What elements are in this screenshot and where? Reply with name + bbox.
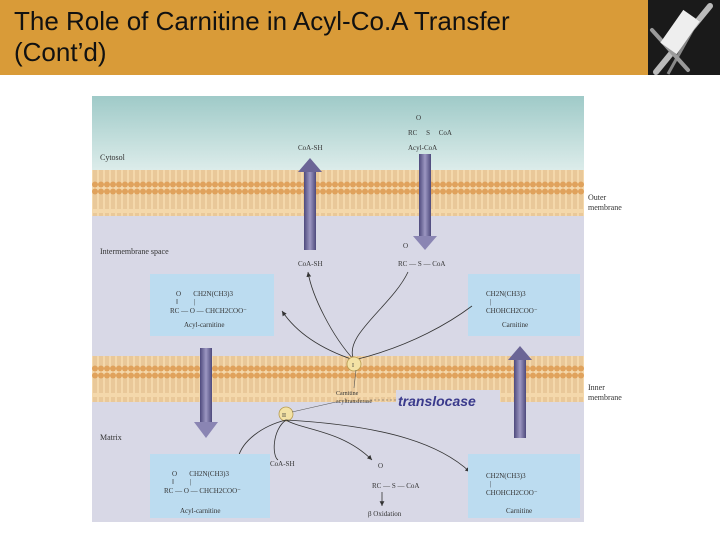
cytosol-region	[92, 96, 584, 170]
cat-label-line1: Carnitine	[336, 391, 359, 397]
acylcoa-bind-curve	[351, 271, 409, 361]
ims-coash: CoA-SH	[298, 260, 323, 268]
carnitine-matrix-line3: CHOHCH2COO⁻	[486, 489, 538, 497]
translocase-box	[396, 390, 500, 412]
cytosol-acylcoa-formula: RC S CoA	[408, 129, 452, 137]
cat-leader-ii	[291, 401, 337, 413]
carnitine-matrix-box	[468, 454, 580, 518]
cytosol-coash: CoA-SH	[298, 144, 323, 152]
inner-membrane-label: Inner membrane	[588, 383, 622, 402]
slide-title: The Role of Carnitine in Acyl-Co.A Trans…	[14, 6, 510, 67]
acylcarnitine-form-curve	[281, 310, 355, 361]
enzyme-i-label: I	[352, 363, 354, 369]
cat-leader-i	[353, 369, 357, 389]
matrix-carnitine-curve	[285, 419, 471, 473]
cytosol-label: Cytosol	[100, 153, 126, 162]
cytosol-acylcoa-name: Acyl-CoA	[408, 144, 437, 152]
outer-membrane	[92, 170, 584, 216]
acylcarnitine-matrix-line2: ‖ |	[172, 478, 191, 486]
enzyme-ii-label: II	[282, 413, 286, 419]
acylcarnitine-ims-line3: RC — O — CHCH2COO⁻	[170, 307, 247, 315]
carnitine-ims-line3: CHOHCH2COO⁻	[486, 307, 538, 315]
logo	[648, 0, 720, 75]
title-bar: The Role of Carnitine in Acyl-Co.A Trans…	[0, 0, 648, 75]
carnitine-ims-box	[468, 274, 580, 336]
carnitine-matrix-line2: |	[490, 480, 491, 488]
carnitine-transfer-figure: Cytosol Intermembrane space Matrix CoA-S…	[92, 96, 584, 522]
needles-logo-icon	[650, 3, 713, 75]
enzyme-ii-circle	[278, 406, 294, 422]
carnitine-matrix-name: Carnitine	[506, 507, 532, 515]
acylcarnitine-ims-box	[150, 274, 274, 336]
coash-export-arrowhead	[298, 158, 322, 172]
matrix-coash: CoA-SH	[270, 460, 295, 468]
outer-membrane-label: Outer membrane	[588, 193, 622, 212]
acylcarnitine-matrix-name: Acyl-carnitine	[180, 507, 220, 515]
matrix-label: Matrix	[100, 433, 122, 442]
acylcarnitine-ims-name: Acyl-carnitine	[184, 321, 224, 329]
ims-acylcoa-formula: RC — S — CoA	[398, 260, 445, 268]
carnitine-export-arrow	[514, 358, 526, 438]
translocase-label: translocase	[398, 393, 476, 409]
enzyme-i-circle	[346, 356, 362, 372]
matrix-acylcoa-formula: RC — S — CoA	[372, 482, 419, 490]
acylcarnitine-import-arrowhead	[194, 422, 218, 438]
coash-release-curve	[306, 271, 355, 361]
acylcoa-import-arrow	[419, 154, 431, 238]
carnitine-ims-line1: CH2N(CH3)3	[486, 290, 526, 298]
carnitine-ims-line2: |	[490, 298, 491, 306]
acylcoa-import-arrowhead	[413, 236, 437, 250]
carnitine-ims-name: Carnitine	[502, 321, 528, 329]
acylcarnitine-ims-line1: O CH2N(CH3)3	[176, 290, 233, 298]
beta-oxidation-label: β Oxidation	[368, 510, 402, 518]
cat-label-line2: acyltransferase	[336, 398, 372, 405]
acylcarnitine-matrix-line3: RC — O — CHCH2COO⁻	[164, 487, 241, 495]
inner-membrane	[92, 356, 584, 402]
carnitine-export-arrowhead	[508, 346, 532, 360]
acylcarnitine-ims-line2: ‖ |	[176, 298, 195, 306]
acylcarnitine-import-arrow	[200, 348, 212, 424]
coash-export-arrow	[304, 170, 316, 250]
matrix-acylcoa-curve	[285, 419, 373, 461]
matrix-acylcarnitine-curve	[237, 419, 287, 459]
carnitine-bind-curve	[353, 305, 473, 361]
acylcarnitine-matrix-line1: O CH2N(CH3)3	[172, 470, 229, 478]
matrix-coash-curve	[273, 419, 287, 461]
matrix-acylcoa-o: O	[378, 462, 383, 470]
acylcarnitine-matrix-box	[150, 454, 270, 518]
carnitine-matrix-line1: CH2N(CH3)3	[486, 472, 526, 480]
cytosol-acylcoa-o: O	[416, 114, 421, 122]
diagram-svg: Cytosol Intermembrane space Matrix CoA-S…	[92, 96, 584, 522]
intermembrane-label: Intermembrane space	[100, 247, 169, 256]
ims-acylcoa-o: O	[403, 242, 408, 250]
